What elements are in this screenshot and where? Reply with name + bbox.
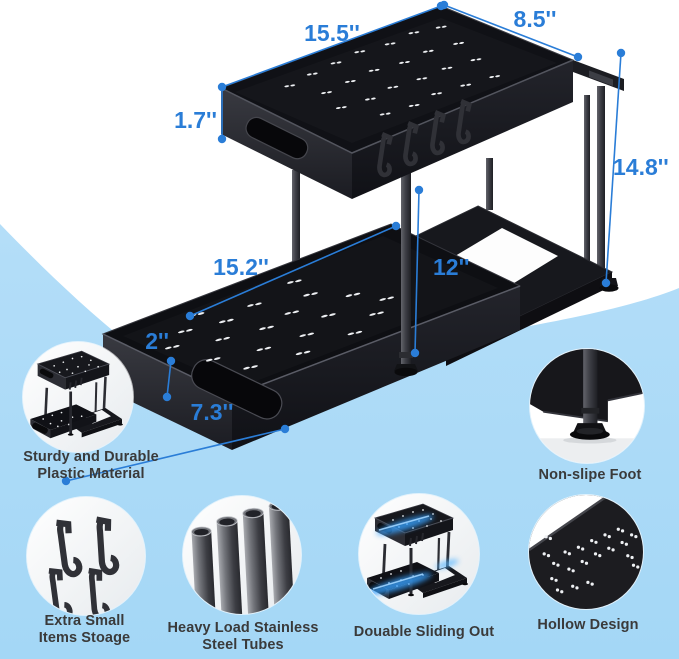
dimension-label-top-tier-width: 8.5'': [514, 6, 557, 32]
left-pole: [292, 170, 300, 290]
dimension-label-bottom-tier-height: 2'': [145, 328, 169, 354]
callout-label-sliding-out: Douable Sliding Out: [353, 624, 495, 640]
callout-label-non-slip-foot: Non-slipe Foot: [538, 467, 642, 483]
dimension-label-bottom-tier-width: 7.3'': [191, 399, 234, 425]
dimension-bottom-tier-length: 15.2'': [185, 221, 401, 321]
hollow-cutout: [450, 228, 558, 288]
product-illustration: [101, 5, 624, 450]
slide-rail: [573, 60, 624, 91]
callout-label-sturdy-plastic: Sturdy and Durable Plastic Material: [23, 449, 159, 482]
callout-label-extra-small-items: Extra Small Items Stoage: [38, 613, 131, 646]
callout-image-sliding-out: [359, 494, 479, 614]
front-foot: [394, 367, 418, 377]
callout-image-steel-tubes: [183, 496, 301, 614]
callout-label-hollow-design: Hollow Design: [537, 617, 639, 633]
callout-image-hollow-design: [529, 495, 643, 609]
basket-handle: [245, 116, 309, 160]
dimension-total-height: 14.8'': [601, 48, 669, 288]
dimension-label-top-tier-length: 15.5'': [304, 20, 360, 46]
support-poles: [486, 86, 605, 274]
dimension-bottom-tier-width: 7.3'': [61, 399, 290, 486]
dimension-annotations: 15.5'' 8.5'' 1.7'' 14.8'' 15.2'' 12'': [61, 0, 669, 486]
drawer-handle: [191, 359, 283, 420]
dimension-label-total-height: 14.8'': [613, 154, 669, 180]
drawer-perforations: [164, 279, 395, 370]
dimension-bottom-tier-height: 2'': [145, 328, 176, 402]
basket-perforations: [284, 25, 501, 116]
callout-image-non-slip-foot: [530, 349, 644, 463]
callout-image-hooks: [27, 497, 145, 615]
front-pole: [394, 168, 418, 377]
top-basket: [219, 5, 575, 199]
callout-label-steel-tubes: Heavy Load Stainless Steel Tubes: [167, 620, 319, 653]
dimension-label-bottom-tier-length: 15.2'': [213, 254, 269, 280]
dimension-label-top-tier-height: 1.7'': [174, 107, 217, 133]
dimension-top-tier-width: 8.5'': [439, 0, 583, 62]
dimension-top-tier-length: 15.5'': [217, 1, 446, 92]
callout-image-sturdy-plastic: [23, 342, 133, 452]
dimension-top-tier-height: 1.7'': [174, 88, 227, 144]
dimension-tier-spacing: 12'': [410, 185, 470, 358]
dimension-label-tier-spacing: 12'': [433, 254, 470, 280]
hollow-perforations: [542, 527, 640, 594]
